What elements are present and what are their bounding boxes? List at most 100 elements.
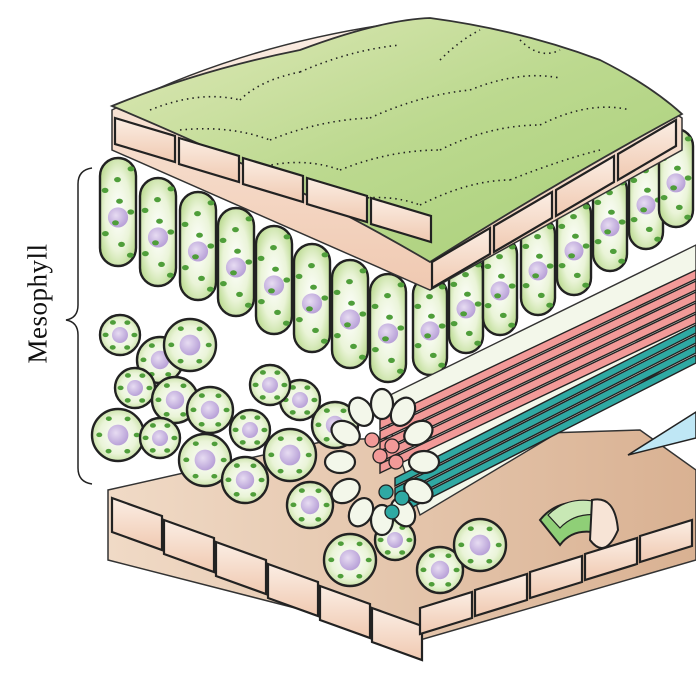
chloroplast <box>110 345 116 350</box>
vascular-cell <box>389 455 403 469</box>
nucleus <box>262 377 278 393</box>
chloroplast <box>149 343 155 348</box>
chloroplast <box>445 582 451 587</box>
chloroplast <box>428 314 435 319</box>
chloroplast <box>397 325 404 330</box>
chloroplast <box>536 254 543 259</box>
chloroplast <box>125 373 131 378</box>
chloroplast <box>356 574 362 579</box>
chloroplast <box>146 386 152 391</box>
chloroplast <box>106 449 112 454</box>
chloroplast <box>171 436 177 441</box>
chloroplast <box>254 440 260 445</box>
chloroplast <box>167 273 174 278</box>
chloroplast <box>118 242 125 247</box>
chloroplast <box>310 285 317 290</box>
chloroplast <box>290 410 296 415</box>
nucleus <box>180 335 201 356</box>
chloroplast <box>240 415 246 420</box>
nucleus <box>387 532 403 548</box>
chloroplast <box>106 416 112 421</box>
chloroplast <box>359 355 366 360</box>
chloroplast <box>386 315 393 320</box>
chloroplast <box>568 253 575 258</box>
chloroplast <box>468 559 474 564</box>
chloroplast <box>484 264 491 269</box>
vascular-cell <box>373 449 387 463</box>
chloroplast <box>199 393 205 398</box>
chloroplast <box>610 249 617 254</box>
chloroplast <box>131 333 137 338</box>
chloroplast <box>150 423 156 428</box>
chloroplast <box>139 373 145 378</box>
chloroplast <box>498 274 505 279</box>
chloroplast <box>558 224 565 229</box>
chloroplast <box>128 166 135 171</box>
chloroplast <box>426 294 433 299</box>
nucleus <box>195 450 216 471</box>
nucleus <box>301 496 319 514</box>
chloroplast <box>439 323 446 328</box>
chloroplast <box>167 229 174 234</box>
chloroplast <box>315 517 321 522</box>
chloroplast <box>215 393 221 398</box>
chloroplast <box>143 436 149 441</box>
chloroplast <box>194 211 201 216</box>
chloroplast <box>357 542 363 547</box>
chloroplast <box>296 317 303 322</box>
chloroplast <box>139 398 145 403</box>
chloroplast <box>211 474 217 479</box>
chloroplast <box>270 245 277 250</box>
chloroplast <box>296 469 302 474</box>
chloroplast <box>500 313 507 318</box>
chloroplast <box>284 234 291 239</box>
nucleus <box>292 392 308 408</box>
chloroplast <box>182 222 189 227</box>
vascular-cell <box>379 485 393 499</box>
chloroplast <box>274 370 280 375</box>
chloroplast <box>164 423 170 428</box>
chloroplast <box>684 215 691 220</box>
chloroplast <box>321 339 328 344</box>
chloroplast <box>406 538 412 543</box>
chloroplast <box>350 344 357 349</box>
nucleus <box>112 327 128 343</box>
chloroplast <box>114 177 121 182</box>
chloroplast <box>399 550 405 555</box>
chloroplast <box>127 209 134 214</box>
bundle-sheath-cell <box>325 451 355 473</box>
chloroplast <box>334 333 341 338</box>
chloroplast <box>274 310 281 315</box>
chloroplast <box>334 290 341 295</box>
chloroplast <box>140 358 146 363</box>
chloroplast <box>466 331 473 336</box>
chloroplast <box>475 301 482 306</box>
chloroplast <box>340 408 346 413</box>
chloroplast <box>468 526 474 531</box>
chloroplast <box>547 263 554 268</box>
chloroplast <box>193 441 199 446</box>
chloroplast <box>496 543 502 548</box>
chloroplast <box>245 303 252 308</box>
chloroplast <box>190 408 196 413</box>
vascular-cell <box>365 433 379 447</box>
chloroplast <box>311 398 317 403</box>
chloroplast <box>96 433 102 438</box>
vascular-cell <box>385 505 399 519</box>
chloroplast <box>116 199 123 204</box>
chloroplast <box>306 453 312 458</box>
chloroplast <box>454 568 460 573</box>
chloroplast <box>522 244 529 249</box>
chloroplast <box>272 267 279 272</box>
chloroplast <box>654 237 661 242</box>
chloroplast <box>124 449 130 454</box>
chloroplast <box>196 359 202 364</box>
chloroplast <box>445 553 451 558</box>
chloroplast <box>366 558 372 563</box>
chloroplast <box>193 474 199 479</box>
chloroplast <box>220 281 227 286</box>
nucleus <box>152 430 168 446</box>
mesophyll-bracket <box>66 168 92 484</box>
chloroplast <box>415 343 422 348</box>
chloroplast <box>485 303 492 308</box>
